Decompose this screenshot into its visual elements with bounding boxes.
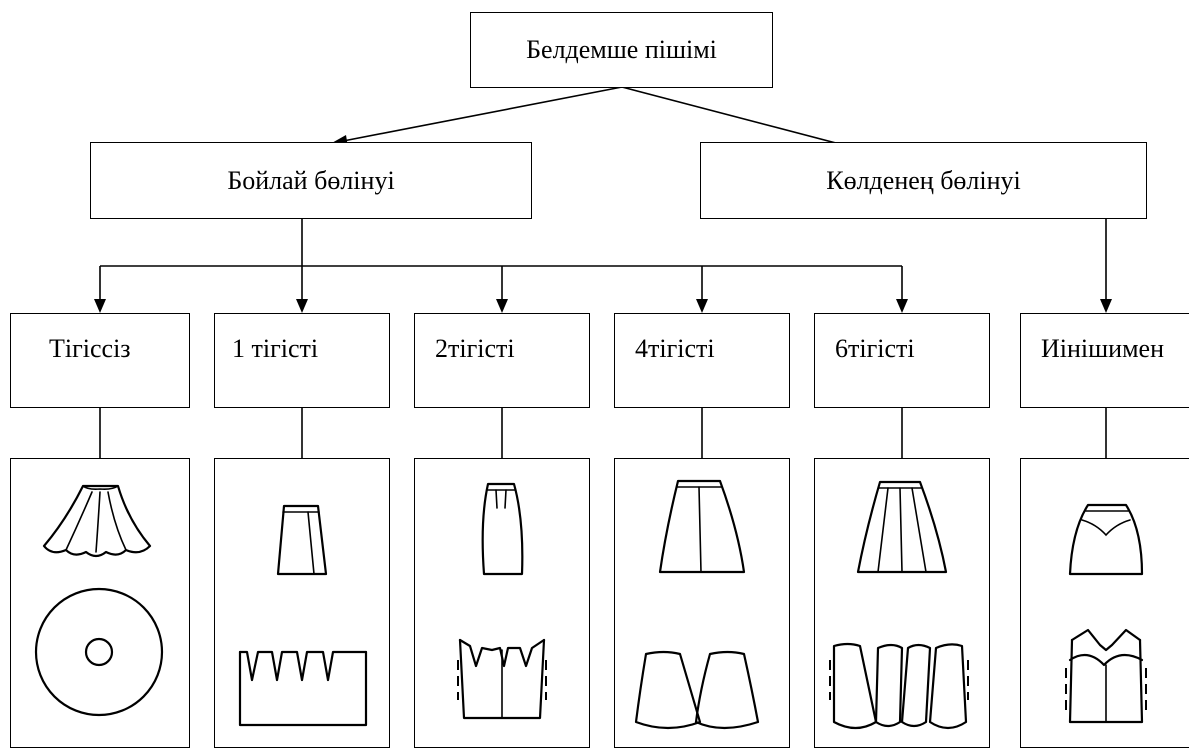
node-horizontal-split: Көлденең бөлінуі: [700, 142, 1147, 219]
node-six-seam: 6тігісті: [814, 313, 990, 408]
node-two-seam-label: 2тігісті: [435, 334, 515, 363]
node-two-seam: 2тігісті: [414, 313, 590, 408]
illustration-yoke: [1020, 458, 1189, 748]
node-one-seam: 1 тігісті: [214, 313, 390, 408]
node-vertical-split-label: Бойлай бөлінуі: [227, 165, 395, 195]
node-no-seam-label: Тігіссіз: [49, 334, 131, 363]
illustration-four-seam: [614, 458, 790, 748]
node-one-seam-label: 1 тігісті: [232, 334, 319, 363]
root-node: Белдемше пішімі: [470, 12, 773, 88]
arrow-head: [896, 299, 908, 313]
flared-skirt-icon: [42, 484, 152, 558]
six-panel-pattern-icon: [829, 642, 969, 730]
yoke-skirt-icon: [1068, 503, 1144, 576]
four-panel-pattern-icon: [634, 650, 760, 730]
four-panel-skirt-icon: [658, 479, 746, 574]
illustration-no-seam: [10, 458, 190, 748]
arrow-head: [296, 299, 308, 313]
circle-skirt-pattern-icon: [34, 587, 164, 717]
pencil-skirt-icon: [481, 482, 524, 576]
root-label: Белдемше пішімі: [526, 35, 717, 64]
arrow-head: [94, 299, 106, 313]
node-yoke: Иінішимен: [1020, 313, 1189, 408]
one-seam-pattern-icon: [238, 650, 368, 727]
node-six-seam-label: 6тігісті: [835, 334, 915, 363]
arrow-head: [696, 299, 708, 313]
node-yoke-label: Иінішимен: [1041, 334, 1164, 363]
two-seam-pattern-icon: [457, 638, 547, 720]
arrow-head: [496, 299, 508, 313]
node-vertical-split: Бойлай бөлінуі: [90, 142, 532, 219]
wrap-skirt-icon: [276, 504, 328, 576]
node-four-seam-label: 4тігісті: [635, 334, 715, 363]
yoke-pattern-icon: [1065, 628, 1147, 724]
node-no-seam: Тігіссіз: [10, 313, 190, 408]
illustration-six-seam: [814, 458, 990, 748]
node-four-seam: 4тігісті: [614, 313, 790, 408]
node-horizontal-split-label: Көлденең бөлінуі: [826, 165, 1021, 195]
connector-root-vertical: [337, 86, 623, 143]
arrow-head: [1100, 299, 1112, 313]
six-panel-skirt-icon: [856, 480, 948, 574]
